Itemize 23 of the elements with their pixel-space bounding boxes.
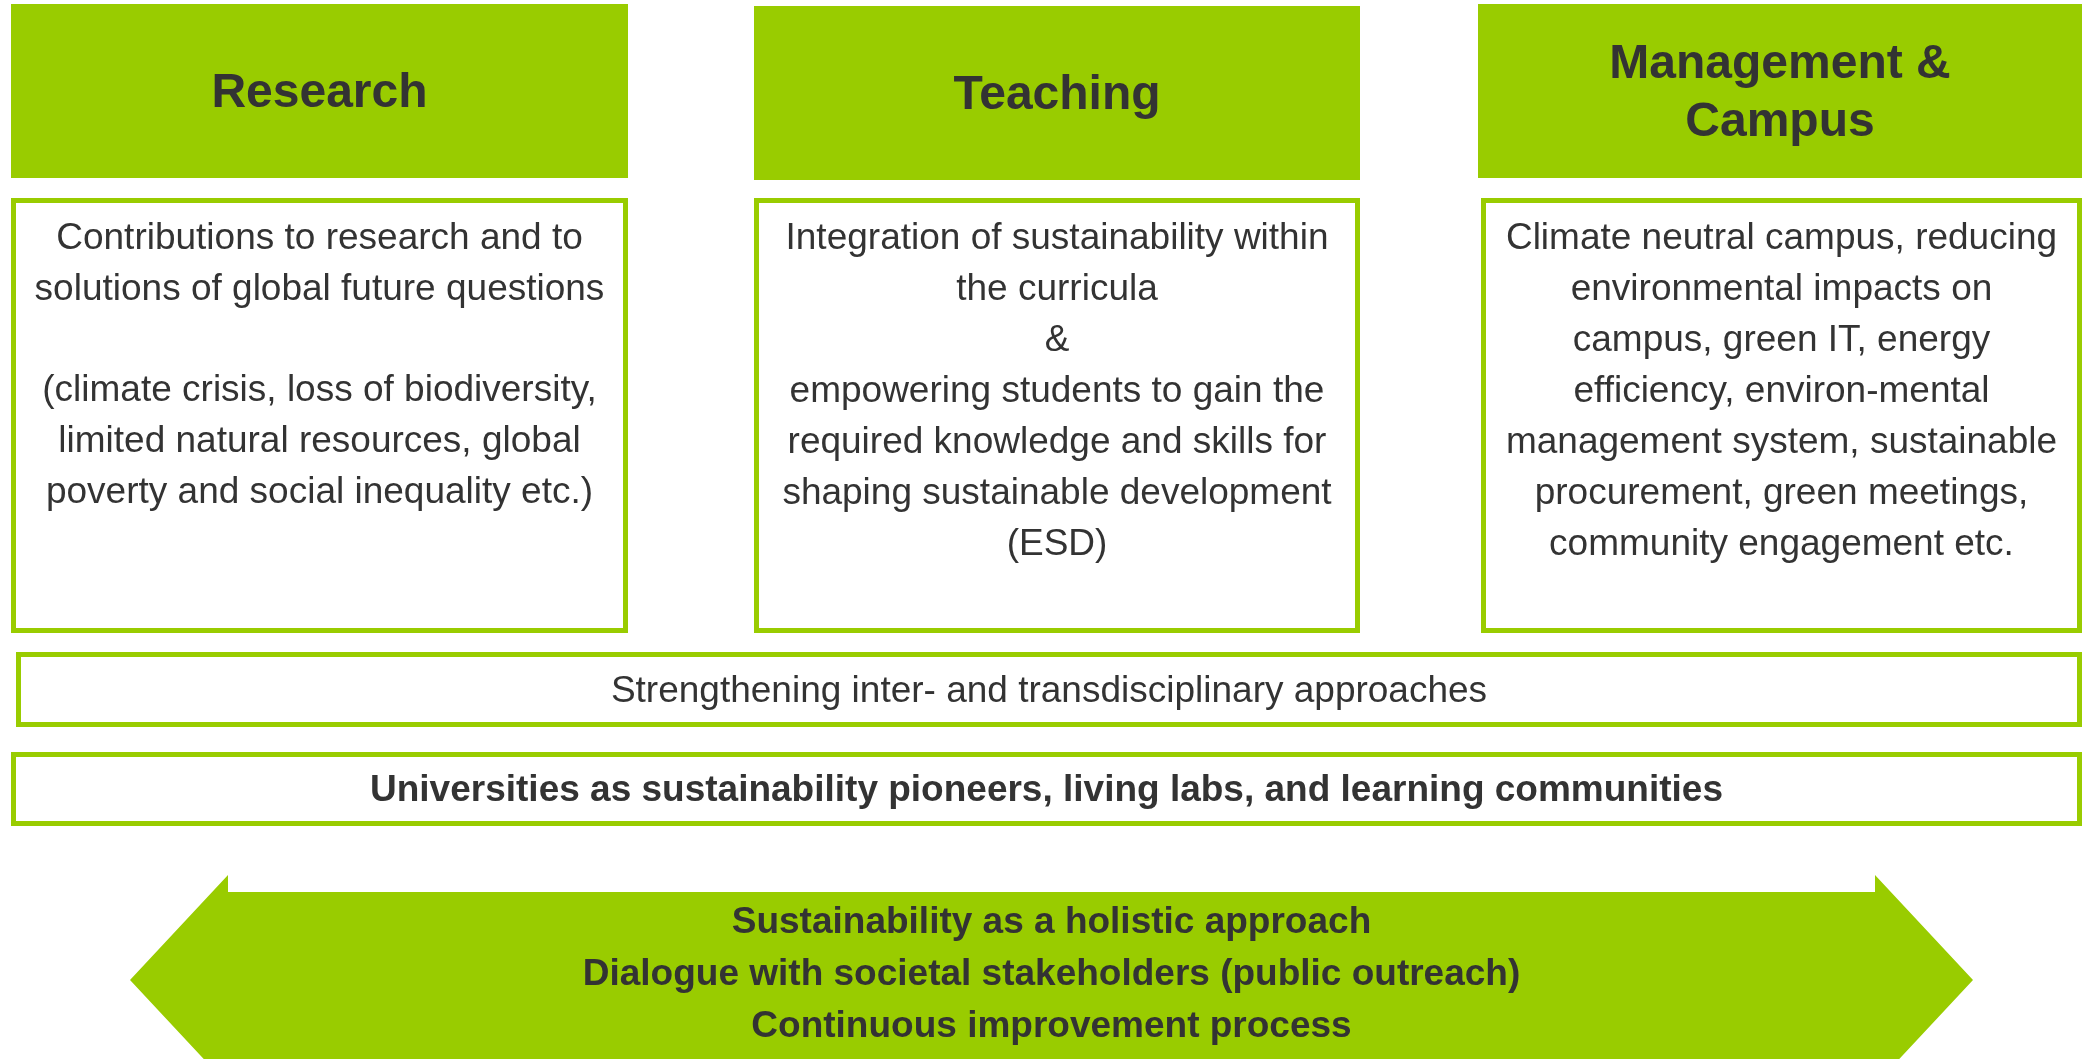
header-box [1478, 4, 2082, 178]
arrow-text: Continuous improvement process [751, 1002, 1352, 1047]
band-box [11, 752, 2082, 826]
header-text: Teaching [953, 65, 1161, 122]
body-text: Integration of sustainability within the curricula [784, 215, 1330, 311]
text-box [754, 198, 1360, 633]
double-arrow [130, 875, 1973, 1059]
band-box [16, 652, 2082, 727]
body-text: Climate neutral campus, reducing environmental impacts on campus, green IT, energy efficiency, environ-mental management system, sustainable procurement, green meetings, community engagement etc. [1504, 215, 2059, 566]
header-box [11, 4, 628, 178]
body-text: empowering students to gain the required knowledge and skills for shaping sustainable development (ESD) [781, 368, 1333, 566]
header-text: Management & Campus [1608, 34, 1952, 148]
body-text: Contributions to research and to solutions of global future questions [33, 215, 606, 311]
body-text: & [1044, 317, 1070, 362]
body-text: Strengthening inter- and transdisciplinary approaches [610, 668, 1488, 711]
body-text: (climate crisis, loss of biodiversity, limited natural resources, global poverty and social inequality etc.) [41, 367, 598, 514]
arrow-text: Dialogue with societal stakeholders (public outreach) [582, 950, 1521, 995]
text-box [11, 198, 628, 633]
header-box [754, 6, 1360, 180]
text-box [1481, 198, 2082, 633]
body-text: Universities as sustainability pioneers, living labs, and learning communities [370, 768, 1723, 810]
header-text: Research [211, 63, 428, 120]
arrow-text: Sustainability as a holistic approach [731, 899, 1372, 943]
